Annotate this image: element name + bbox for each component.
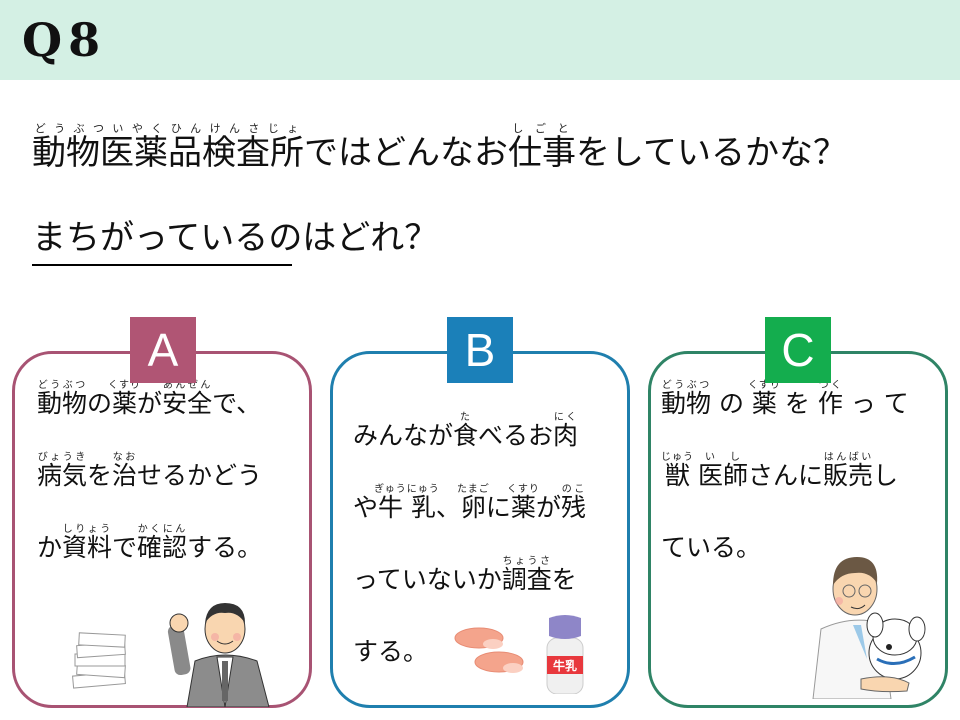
option-text-line: や牛乳ぎゅうにゅう、卵たまごに薬くすりが残のこ — [353, 484, 586, 522]
ruby-word: 薬くすり — [747, 380, 781, 418]
option-text-line: 動物どうぶつの薬くすりが安全あんぜんで、 — [37, 380, 262, 418]
meat-slices-icon — [454, 627, 524, 673]
ruby-word: 治なお — [112, 452, 138, 490]
ruby-word: 確認かくにん — [137, 524, 188, 562]
ruby-word: 仕事しごと — [508, 122, 576, 173]
option-text-line: っていないか調査ちょうさを — [353, 556, 577, 594]
question-rest-text: のはどれ？ — [268, 218, 439, 258]
header-bar: Q8 — [0, 0, 960, 80]
document-stack-icon — [72, 632, 126, 689]
question-number: Q8 — [22, 13, 107, 67]
question-underline — [32, 264, 292, 266]
ruby-word: 卵たまご — [457, 484, 490, 522]
option-text-line: ている。 — [661, 533, 762, 562]
ruby-word: 動物医薬品検査所どうぶついやくひんけんさじょ — [32, 122, 304, 173]
veterinarian-with-dog-icon — [812, 557, 926, 699]
ruby-word: 牛乳ぎゅうにゅう — [374, 484, 440, 522]
option-a-text: 動物どうぶつの薬くすりが安全あんぜんで、病気びょうきを治なおせるかどうか資料しり… — [37, 368, 262, 584]
ruby-word: 獣じゅう — [661, 452, 694, 490]
option-c-badge: C — [765, 317, 831, 383]
ruby-word: 食た — [453, 412, 479, 450]
ruby-word: 販売はんばい — [823, 452, 874, 490]
ruby-word: 残のこ — [560, 484, 586, 522]
option-card-b[interactable]: みんなが食たべるお肉にくや牛乳ぎゅうにゅう、卵たまごに薬くすりが残のこっていない… — [330, 351, 630, 708]
ruby-word: 動物どうぶつ — [661, 380, 712, 418]
option-text-line: 動物どうぶつ の 薬くすり を 作つく っ て — [661, 380, 909, 418]
ruby-word: 医師いし — [697, 452, 748, 490]
ruby-word: 調査ちょうさ — [501, 556, 552, 594]
option-a-badge: A — [130, 317, 196, 383]
option-card-c[interactable]: 動物どうぶつ の 薬くすり を 作つく っ て獣じゅう 医師いしさんに販売はんば… — [648, 351, 948, 708]
option-text-line: する。 — [353, 637, 429, 666]
option-card-a[interactable]: 動物どうぶつの薬くすりが安全あんぜんで、病気びょうきを治なおせるかどうか資料しり… — [12, 351, 312, 708]
option-b-text: みんなが食たべるお肉にくや牛乳ぎゅうにゅう、卵たまごに薬くすりが残のこっていない… — [353, 400, 586, 688]
option-c-text: 動物どうぶつ の 薬くすり を 作つく っ て獣じゅう 医師いしさんに販売はんば… — [661, 368, 909, 584]
ruby-word: 動物どうぶつ — [37, 380, 88, 418]
milk-label: 牛乳 — [553, 658, 577, 673]
option-text-line: か資料しりょうで確認かくにんする。 — [37, 524, 263, 562]
ruby-word: 作つく — [817, 380, 843, 418]
milk-bottle-icon: 牛乳 — [546, 615, 584, 694]
option-text-line: 獣じゅう 医師いしさんに販売はんばいし — [661, 452, 899, 490]
ruby-word: 薬くすり — [506, 484, 540, 522]
ruby-word: 肉にく — [553, 412, 579, 450]
question-line-1: 動物医薬品検査所どうぶついやくひんけんさじょではどんなお仕事しごとをしているかな… — [32, 122, 847, 173]
question-underlined-text: まちがっている — [32, 218, 269, 258]
option-text-line: 病気びょうきを治なおせるかどう — [37, 452, 263, 490]
question-line-2: まちがっているのはどれ？ — [32, 218, 438, 258]
ruby-word: 安全あんぜん — [162, 380, 213, 418]
ruby-word: 資料しりょう — [62, 524, 113, 562]
ruby-word: 薬くすり — [108, 380, 142, 418]
option-b-badge: B — [447, 317, 513, 383]
ruby-word: 病気びょうき — [37, 452, 88, 490]
option-text-line: みんなが食たべるお肉にく — [353, 412, 579, 450]
businessman-fist-icon — [167, 603, 270, 707]
